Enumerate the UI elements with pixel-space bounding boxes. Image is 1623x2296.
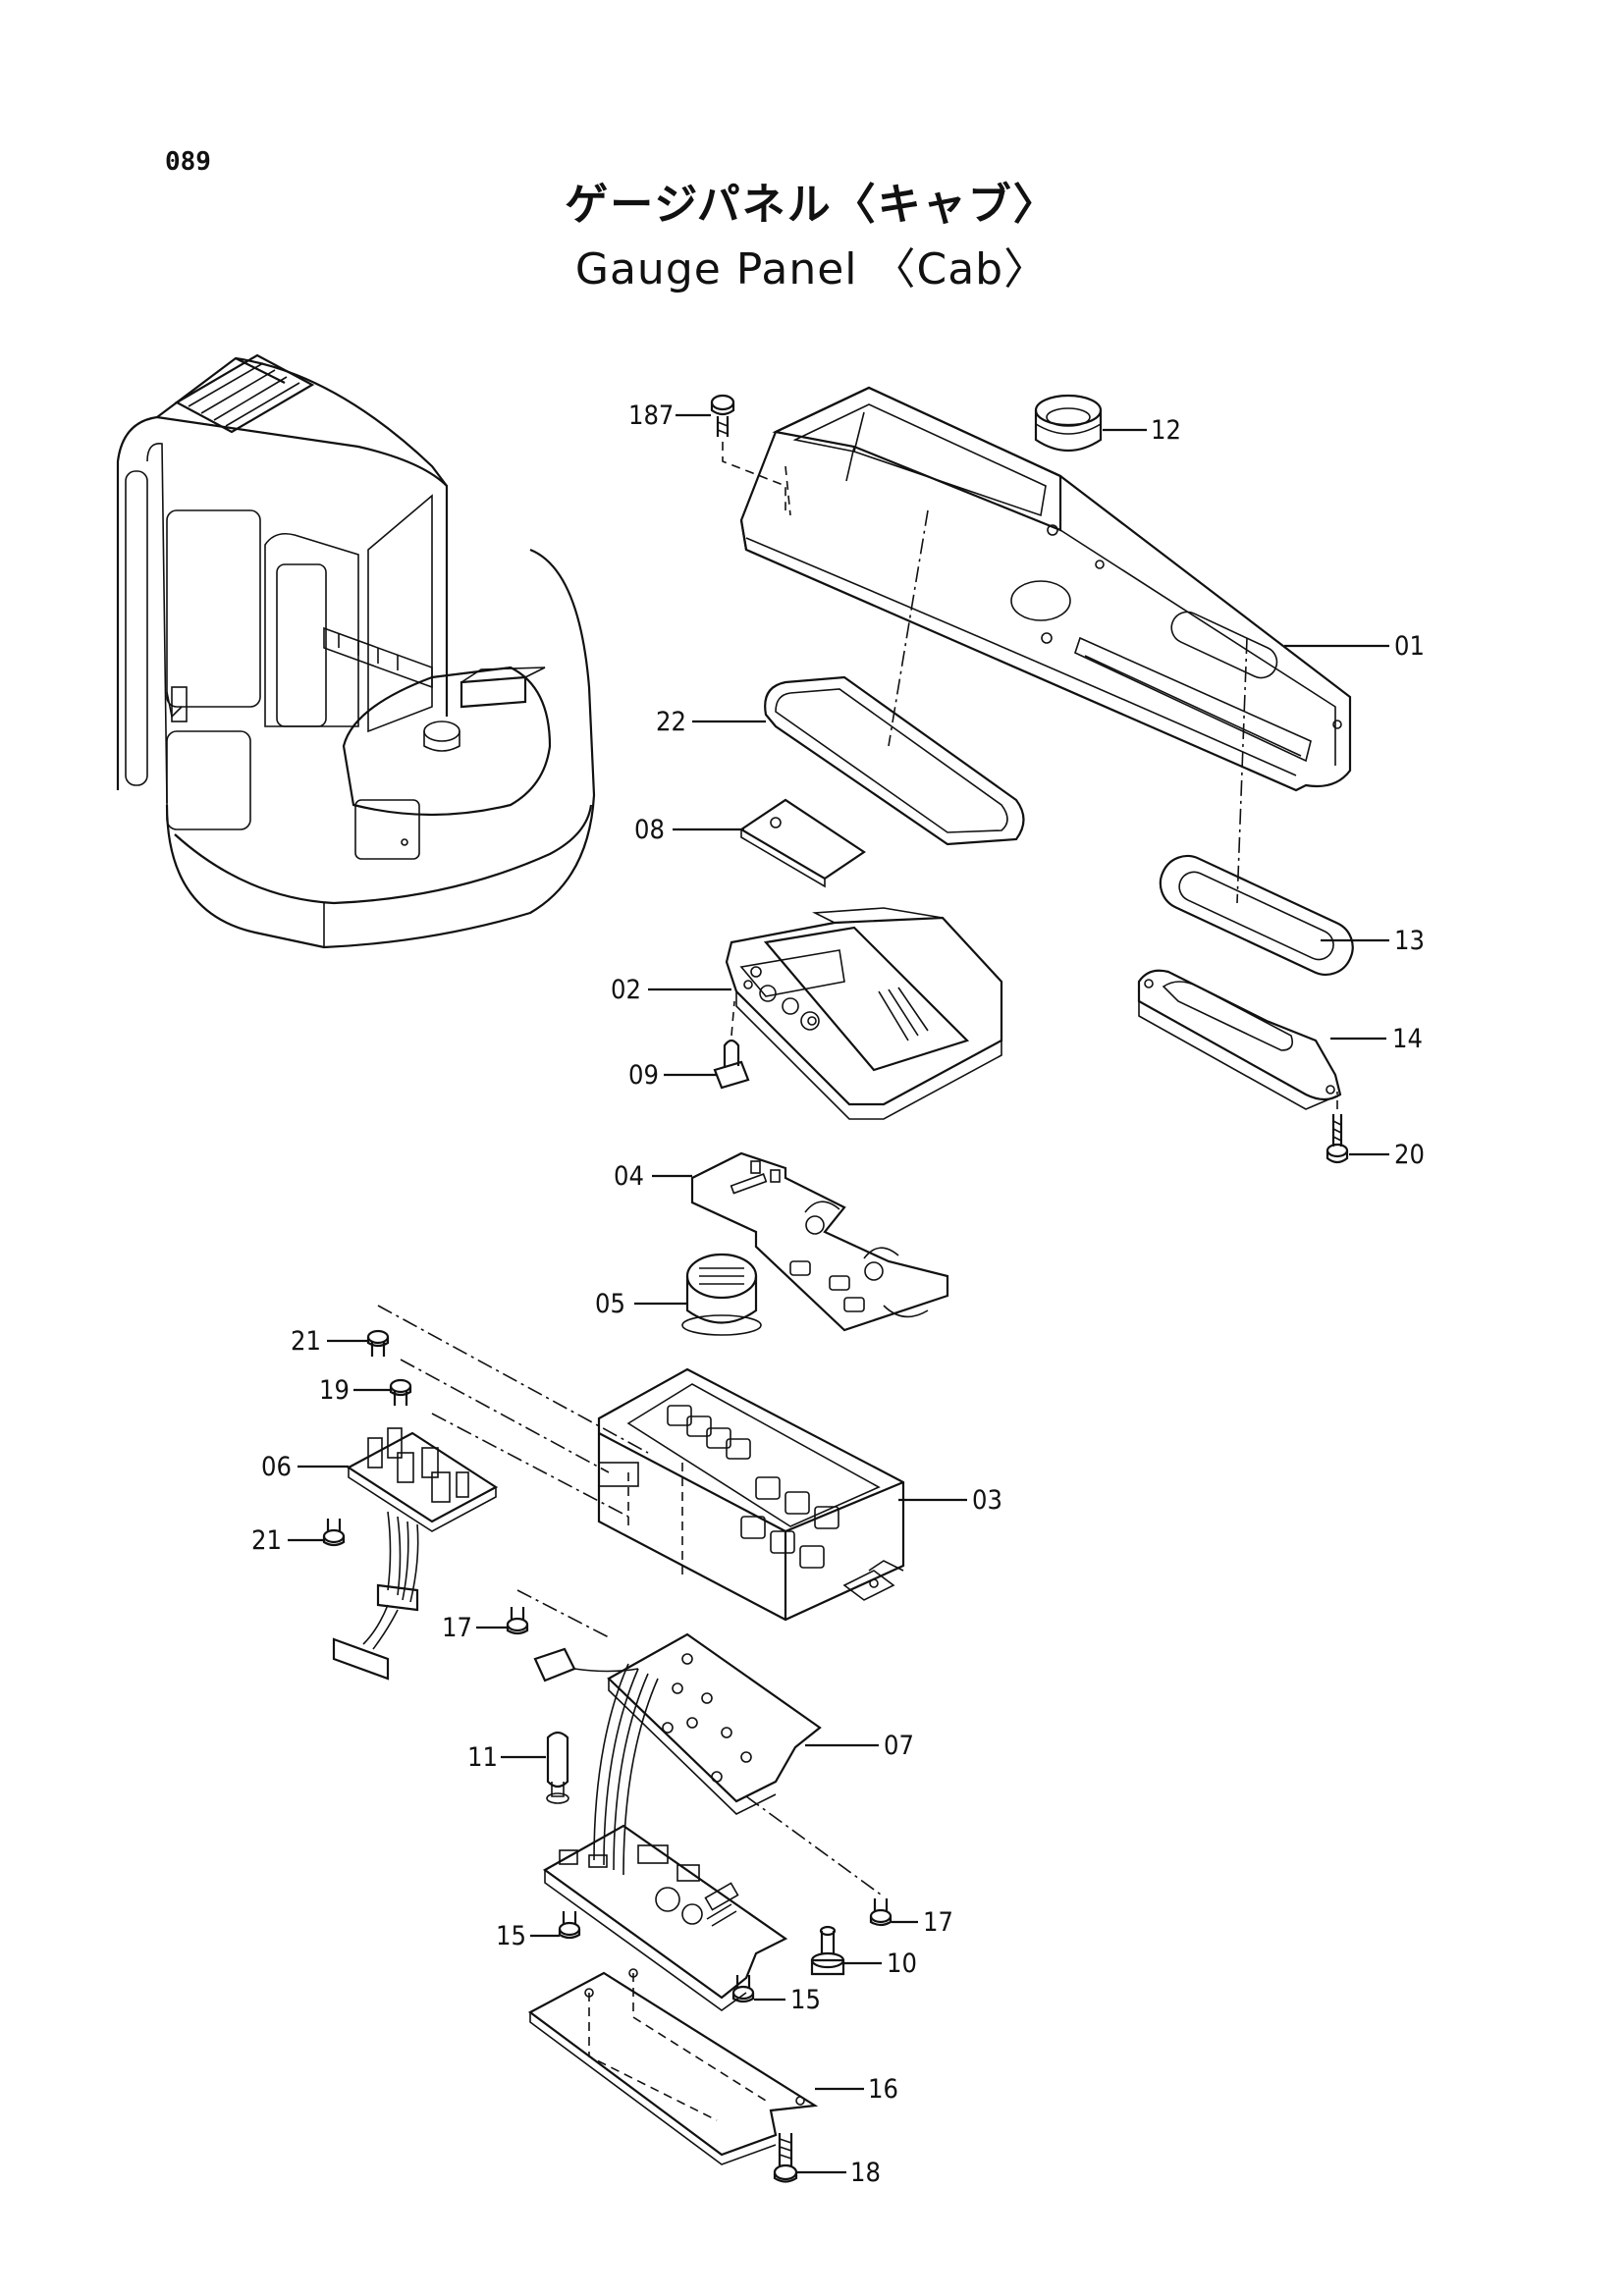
callout-21-upper: 21: [291, 1326, 321, 1357]
part-08-plate: [738, 798, 866, 888]
callout-187: 187: [628, 400, 674, 431]
callout-03: 03: [972, 1485, 1002, 1516]
part-03-switch-box: [597, 1367, 905, 1622]
callout-08: 08: [634, 815, 665, 845]
title-english: Gauge Panel 〈Cab〉: [574, 244, 1049, 294]
part-14-bracket: [1137, 969, 1342, 1110]
callout-17-lower: 17: [923, 1907, 953, 1938]
part-187-screw: [710, 394, 786, 510]
part-12-grommet: [1034, 394, 1103, 452]
part-20-screw: [1325, 1092, 1349, 1164]
callout-18: 18: [850, 2158, 881, 2188]
callout-labels: 187 12 01 22 08 13 02 14 09 20 04 05 21 …: [251, 400, 1425, 2188]
callout-06: 06: [261, 1452, 292, 1482]
cab-overview-illustration: [116, 353, 596, 949]
callout-05: 05: [595, 1289, 625, 1319]
title-japanese: ゲージパネル〈キャブ〉: [565, 180, 1058, 230]
part-16-cover-plate: [527, 1968, 819, 2165]
part-04-meter-board: [690, 1151, 949, 1332]
callout-07: 07: [884, 1731, 914, 1761]
part-06-switch-board: [332, 1427, 499, 1681]
assembly-center-lines: [377, 509, 1248, 1896]
part-02-meter-housing: [725, 907, 1003, 1120]
callout-21-lower: 21: [251, 1525, 282, 1556]
callout-04: 04: [614, 1161, 644, 1192]
callout-20: 20: [1394, 1140, 1425, 1170]
part-05-knob: [681, 1253, 762, 1336]
callout-02: 02: [611, 975, 641, 1005]
callout-09: 09: [628, 1060, 659, 1091]
part-11-bulb: [546, 1731, 569, 1804]
part-01-console-cover: [739, 386, 1352, 792]
callout-12: 12: [1151, 415, 1181, 446]
callout-19: 19: [319, 1375, 350, 1406]
callout-01: 01: [1394, 631, 1425, 662]
part-13-gasket: [1159, 854, 1354, 976]
lower-circuit-board: [542, 1824, 788, 2011]
callout-16: 16: [868, 2074, 898, 2105]
callout-15-right: 15: [790, 1985, 821, 2015]
part-09-bulb: [713, 1000, 750, 1090]
page-number: 089: [165, 147, 211, 177]
callout-22: 22: [656, 707, 686, 737]
callout-13: 13: [1394, 926, 1425, 956]
callout-11: 11: [467, 1742, 498, 1773]
callout-17-upper: 17: [442, 1613, 472, 1643]
callout-14: 14: [1392, 1024, 1423, 1054]
callout-15-left: 15: [496, 1921, 526, 1951]
part-10-nut-bolt: [810, 1925, 845, 1976]
callout-10: 10: [887, 1949, 917, 1979]
part-07-upper-board: [533, 1632, 822, 1876]
small-screws: [322, 1329, 893, 2183]
part-22-seal: [764, 675, 1025, 846]
